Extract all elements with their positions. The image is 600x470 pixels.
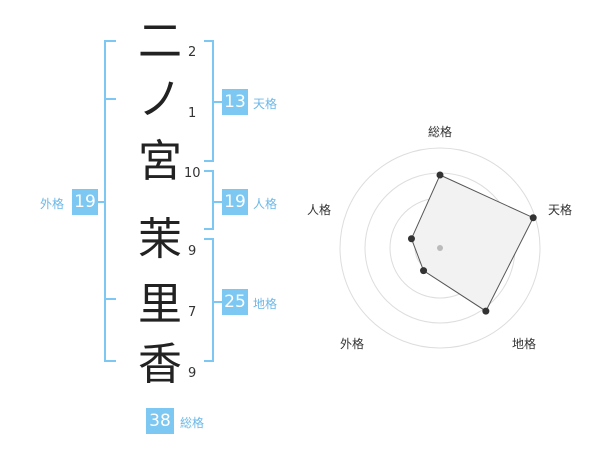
stroke-count-2: 1 [188,106,197,121]
stroke-count-5: 7 [188,305,197,320]
soukaku-value: 38 [146,408,174,434]
jinkaku-label: 人格 [253,197,278,211]
gaikaku-tick-1 [106,98,116,100]
radar-chart [339,147,541,349]
radar-area [410,174,534,312]
radar-axis-label-4: 人格 [307,203,332,217]
tenkaku-label: 天格 [253,97,278,111]
jinkaku-bracket [204,170,214,230]
soukaku-label: 総格 [180,416,205,430]
tenkaku-connector [214,101,222,103]
name-char-3: 宮 [138,136,182,187]
radar-ring-4 [339,147,541,349]
chikaku-label: 地格 [253,297,278,311]
radar-point-2 [482,307,490,315]
stroke-count-6: 9 [188,366,197,381]
radar-axis-label-0: 総格 [428,125,453,139]
name-char-5: 里 [138,279,182,330]
gaikaku-value: 19 [72,189,98,215]
name-char-4: 茉 [138,214,182,265]
radar-point-0 [436,171,444,179]
chikaku-connector [214,301,222,303]
stroke-count-3: 10 [184,166,201,181]
radar-point-3 [420,267,428,275]
name-char-2: ノ [138,74,182,125]
chikaku-bracket [204,238,214,362]
radar-axis-label-1: 天格 [548,203,573,217]
jinkaku-value: 19 [222,189,248,215]
name-char-6: 香 [138,339,182,390]
gaikaku-label: 外格 [40,197,65,211]
stroke-count-1: 2 [188,45,197,60]
name-char-1: 二 [138,16,182,67]
chikaku-value: 25 [222,289,248,315]
gaikaku-tick-2 [106,298,116,300]
jinkaku-connector [214,201,222,203]
stroke-count-4: 9 [188,244,197,259]
tenkaku-value: 13 [222,89,248,115]
radar-center-dot [437,245,443,251]
radar-axis-label-2: 地格 [512,337,537,351]
radar-point-4 [407,235,415,243]
radar-point-1 [529,214,537,222]
tenkaku-bracket [204,40,214,162]
gaikaku-connector [98,201,106,203]
radar-axis-label-3: 外格 [340,337,365,351]
